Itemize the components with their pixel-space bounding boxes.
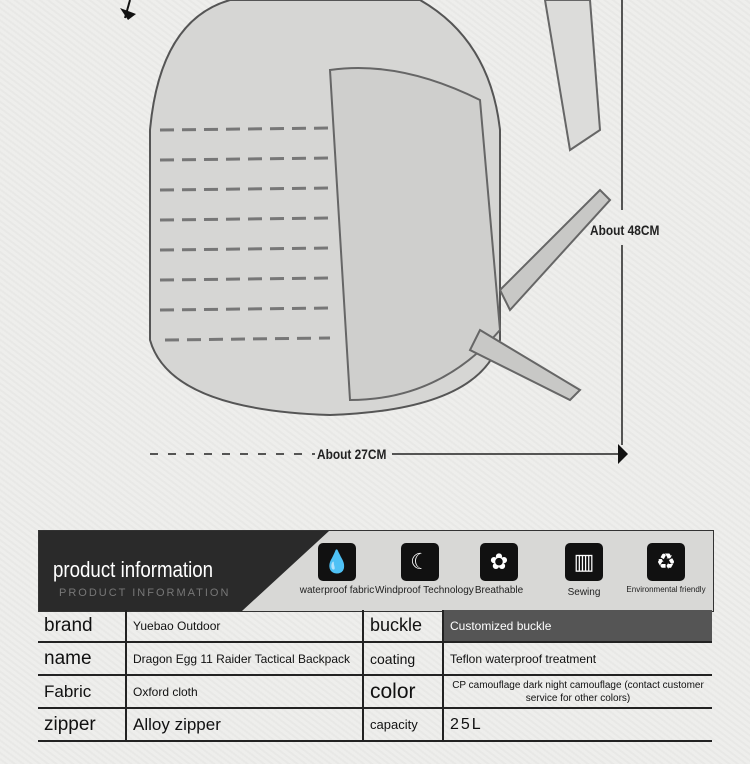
windproof-icon: ☾: [401, 543, 439, 581]
width-dimension-label: About 27CM: [317, 446, 387, 462]
waterproof-icon: 💧: [318, 543, 356, 581]
feature-waterproof: 💧waterproof fabric: [292, 531, 382, 596]
product-info-header: product information PRODUCT INFORMATION …: [38, 530, 714, 612]
section-subtitle: PRODUCT INFORMATION: [59, 587, 231, 599]
recycle-icon: ♻: [647, 543, 685, 581]
section-title: product information: [53, 557, 214, 582]
height-dimension-label: About 48CM: [590, 222, 660, 238]
sewing-icon: ▥: [565, 543, 603, 581]
feature-environmental: ♻Environmental friendly: [621, 531, 711, 594]
backpack-image: [120, 0, 628, 464]
breathable-icon: ✿: [480, 543, 518, 581]
feature-breathable: ✿Breathable: [454, 531, 544, 596]
feature-sewing: ▥Sewing: [539, 531, 629, 598]
feature-windproof: ☾Windproof Technology: [375, 531, 474, 596]
